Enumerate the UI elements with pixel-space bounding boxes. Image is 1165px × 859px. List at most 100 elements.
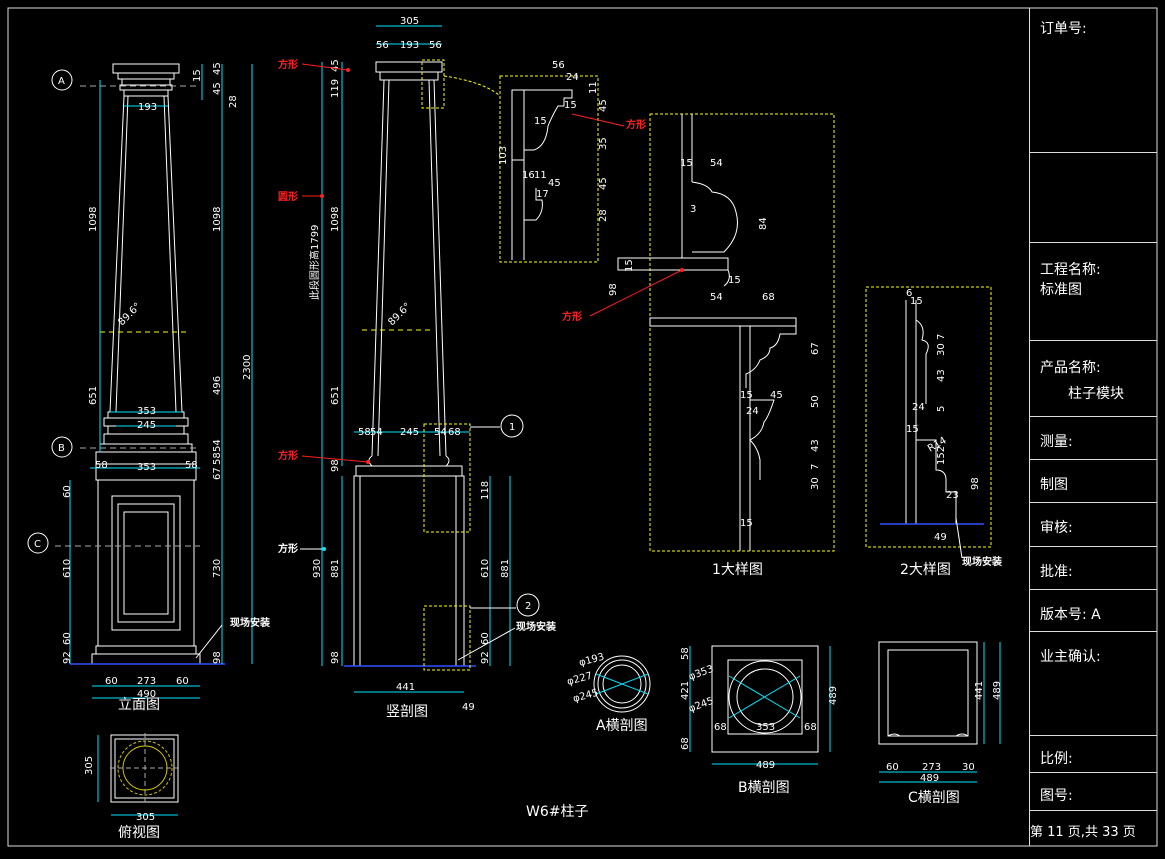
elev-dim-bottom-left: 92 bbox=[62, 651, 73, 664]
cap-d11b: 11 bbox=[534, 170, 547, 181]
order-no-label: 订单号: bbox=[1040, 21, 1087, 37]
elev-dim-top-width: 193 bbox=[138, 102, 157, 113]
sec-dim-top-b: 193 bbox=[400, 40, 419, 51]
d2-onsite-note: 现场安装 bbox=[962, 555, 1002, 568]
a-dim-245: φ245 bbox=[572, 688, 600, 705]
b-dim-58: 58 bbox=[680, 647, 691, 660]
note-round: 圆形 bbox=[278, 191, 298, 203]
d1-p15d: 15 bbox=[740, 390, 753, 401]
detail-marker-2: 2 bbox=[516, 593, 540, 617]
cap-d45a: 45 bbox=[598, 99, 609, 112]
top-view-caption: 俯视图 bbox=[118, 825, 160, 841]
elev-dim-base-r2: 58 bbox=[212, 452, 223, 465]
drawing-no-label: 图号: bbox=[1040, 788, 1073, 804]
b-dim-421: 421 bbox=[680, 681, 691, 700]
d1-p30: 30 bbox=[810, 477, 821, 490]
svg-text:2: 2 bbox=[525, 601, 531, 612]
cap-d28: 28 bbox=[598, 209, 609, 222]
elev-dim-base-total: 490 bbox=[137, 689, 156, 700]
c-section bbox=[878, 641, 978, 745]
d2-q5: 5 bbox=[936, 406, 947, 412]
d1-p54: 54 bbox=[710, 158, 723, 169]
elev-dim-cap-right3: 28 bbox=[228, 95, 239, 108]
elev-dim-bottom-right: 98 bbox=[212, 651, 223, 664]
sec-dim-m54: 54 bbox=[370, 427, 383, 438]
elev-dim-overall: 2300 bbox=[242, 355, 253, 380]
top-dim-height: 305 bbox=[84, 756, 95, 775]
drawing-no-row: 图号: bbox=[1029, 773, 1157, 811]
elevation-dim-lines bbox=[69, 64, 253, 699]
sec-dim-119: 119 bbox=[330, 79, 341, 98]
sec-dim-49: 49 bbox=[462, 702, 475, 713]
b-dim-68r: 68 bbox=[804, 722, 817, 733]
note-square-mid: 方形 bbox=[278, 449, 298, 462]
cap-d15b: 15 bbox=[534, 116, 547, 127]
d1-p54b: 54 bbox=[710, 292, 723, 303]
elev-onsite-note: 现场安装 bbox=[230, 616, 270, 629]
drafting-row: 制图 bbox=[1029, 460, 1157, 503]
d2-q7: 7 bbox=[936, 334, 947, 340]
product-label: 产品名称: bbox=[1040, 360, 1101, 376]
cap-d45b: 45 bbox=[598, 177, 609, 190]
sec-dim-m54b: 54 bbox=[434, 427, 447, 438]
d2-q43: 43 bbox=[936, 369, 947, 382]
d2-q49: 49 bbox=[934, 532, 947, 543]
elev-dim-353b: 353 bbox=[137, 462, 156, 473]
note-square-pedestal: 方形 bbox=[278, 542, 298, 555]
sec-dim-610: 610 bbox=[480, 559, 491, 578]
note-square-top: 方形 bbox=[278, 58, 298, 71]
cap-d15a: 15 bbox=[564, 100, 577, 111]
elev-dim-base-r1: 54 bbox=[212, 439, 223, 452]
detail-box-2 bbox=[423, 605, 471, 671]
sec-dim-881b: 881 bbox=[330, 559, 341, 578]
section-dim-lines bbox=[321, 25, 511, 693]
approve-label: 批准: bbox=[1040, 564, 1073, 580]
sec-dim-top-a: 56 bbox=[376, 40, 389, 51]
d1-p15e: 15 bbox=[740, 518, 753, 529]
d2-q24: 24 bbox=[912, 402, 925, 413]
elev-dim-cap-right2: 45 bbox=[212, 82, 223, 95]
d1-p15b: 15 bbox=[624, 259, 635, 272]
cap-d45c: 45 bbox=[548, 178, 561, 189]
d2-q15b: 15 bbox=[906, 424, 919, 435]
project-value: 标准图 bbox=[1040, 282, 1082, 298]
d1-p98: 98 bbox=[608, 283, 619, 296]
d1-p67: 67 bbox=[810, 342, 821, 355]
detail1-caption: 1大样图 bbox=[712, 562, 763, 578]
owner-row: 业主确认: bbox=[1029, 632, 1157, 736]
elev-dim-ped-left: 610 bbox=[62, 559, 73, 578]
cap-d103: 103 bbox=[498, 146, 509, 165]
elev-dim-base-r3: 67 bbox=[212, 467, 223, 480]
b-dim-353w: 353 bbox=[756, 722, 775, 733]
sec-dim-m68: 68 bbox=[448, 427, 461, 438]
sec-dim-45: 45 bbox=[330, 59, 341, 72]
owner-label: 业主确认: bbox=[1040, 649, 1101, 665]
b-section-caption: B横剖图 bbox=[738, 780, 790, 796]
sec-dim-angle: 89.6° bbox=[386, 301, 413, 328]
drafting-label: 制图 bbox=[1040, 477, 1068, 493]
version-label: 版本号: A bbox=[1040, 607, 1101, 623]
cap-detail-box bbox=[499, 75, 599, 263]
elev-dim-base-side-r: 60 bbox=[176, 676, 189, 687]
b-dim-489w: 489 bbox=[756, 760, 775, 771]
sec-dim-m58: 58 bbox=[358, 427, 371, 438]
b-dim-489: 489 bbox=[828, 686, 839, 705]
b-dim-68: 68 bbox=[680, 737, 691, 750]
order-no-row: 订单号: bbox=[1029, 8, 1157, 153]
d1-p43: 43 bbox=[810, 439, 821, 452]
elev-dim-58-right: 58 bbox=[185, 460, 198, 471]
a-section bbox=[593, 655, 651, 713]
cap-d24: 24 bbox=[566, 72, 579, 83]
c-dim-489w: 489 bbox=[920, 773, 939, 784]
c-dim-60: 60 bbox=[886, 762, 899, 773]
sec-onsite-note: 现场安装 bbox=[516, 620, 556, 633]
main-drawing-title: W6#柱子 bbox=[526, 804, 588, 820]
elev-dim-mid-right: 496 bbox=[212, 376, 223, 395]
sec-dim-118: 118 bbox=[480, 481, 491, 500]
elev-dim-ped-top: 60 bbox=[62, 485, 73, 498]
d1-p24: 24 bbox=[746, 406, 759, 417]
sec-dim-top-c: 56 bbox=[429, 40, 442, 51]
top-view bbox=[110, 733, 180, 803]
blank-row bbox=[1029, 153, 1157, 243]
a-dim-227: φ227 bbox=[566, 671, 594, 688]
